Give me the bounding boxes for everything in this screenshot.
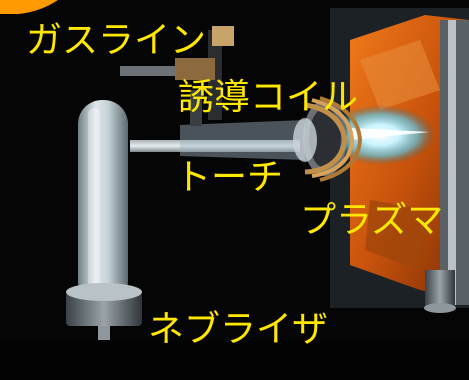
- corner-accent: [0, 0, 58, 14]
- label-nebulizer: ネブライザ: [148, 309, 329, 350]
- label-induction-coil: 誘導コイル: [178, 77, 359, 118]
- plasma-flame: [350, 128, 430, 140]
- label-plasma: プラズマ: [300, 200, 444, 241]
- torch: [130, 118, 317, 162]
- floor: [0, 340, 469, 380]
- label-gas-line: ガスライン: [26, 20, 207, 61]
- nebulizer: [66, 100, 142, 346]
- gas-line-connectors: [120, 26, 234, 126]
- label-torch: トーチ: [175, 157, 284, 198]
- induction-coil: [303, 96, 363, 182]
